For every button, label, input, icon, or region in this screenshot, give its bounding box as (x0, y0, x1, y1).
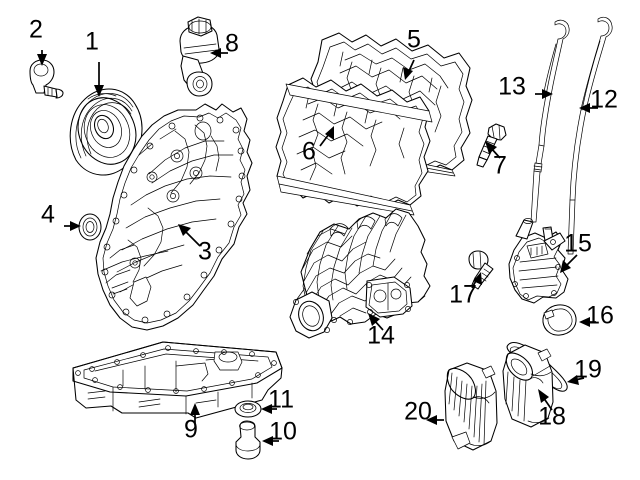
callout-3: 3 (198, 237, 212, 266)
leader-3 (178, 224, 201, 247)
callout-10: 10 (269, 417, 297, 446)
callout-5: 5 (407, 25, 421, 54)
part-oil-cooler-seal (542, 304, 577, 336)
callout-11: 11 (268, 385, 294, 414)
part-oil-pan (72, 341, 283, 419)
part-oil-filter-element (502, 344, 554, 428)
leader-4 (64, 221, 81, 231)
callout-14: 14 (367, 321, 395, 350)
leader-18 (538, 389, 553, 411)
part-oil-drain-plug (235, 420, 261, 460)
leader-11 (261, 404, 277, 414)
leader-6 (319, 126, 334, 147)
leader-10 (262, 436, 279, 446)
part-crankshaft-front-seal (78, 213, 102, 241)
callout-12: 12 (590, 85, 618, 114)
callout-16: 16 (586, 301, 614, 330)
part-oil-filter-cap (444, 362, 498, 451)
part-intake-manifold (289, 208, 431, 339)
callout-13: 13 (498, 72, 526, 101)
callout-2: 2 (29, 15, 43, 44)
callout-18: 18 (538, 402, 566, 431)
part-oil-level-dipstick (567, 16, 613, 255)
leader-14 (368, 313, 384, 331)
leader-2 (37, 50, 47, 66)
callout-17: 17 (449, 280, 477, 309)
leader-19 (567, 375, 585, 385)
callout-6: 6 (302, 137, 316, 166)
leader-1 (94, 62, 104, 97)
leader-15 (560, 254, 578, 273)
callout-19: 19 (574, 355, 602, 384)
leader-20 (426, 415, 444, 425)
leader-17 (471, 272, 482, 289)
part-drain-plug-gasket (234, 400, 262, 418)
part-dipstick-tube (530, 19, 570, 223)
part-oil-filler-tube (179, 16, 220, 97)
leader-12 (579, 103, 598, 113)
leader-9 (190, 403, 200, 424)
leader-5 (403, 59, 415, 80)
callout-1: 1 (85, 27, 99, 56)
part-crankshaft-pulley-damper (69, 88, 143, 176)
callout-20: 20 (404, 397, 432, 426)
callout-7: 7 (493, 151, 507, 180)
part-crankshaft-pulley-bolt (29, 59, 64, 99)
leader-7 (485, 141, 501, 159)
callout-9: 9 (184, 415, 198, 444)
part-timing-chain-cover (95, 103, 253, 331)
part-valve-cover-left (275, 77, 433, 216)
callout-8: 8 (225, 29, 239, 58)
leader-16 (579, 317, 596, 327)
leader-13 (535, 89, 553, 99)
callout-4: 4 (41, 200, 55, 229)
callout-15: 15 (564, 229, 592, 258)
part-engine-oil-cooler (508, 218, 569, 304)
leader-8 (210, 48, 228, 58)
